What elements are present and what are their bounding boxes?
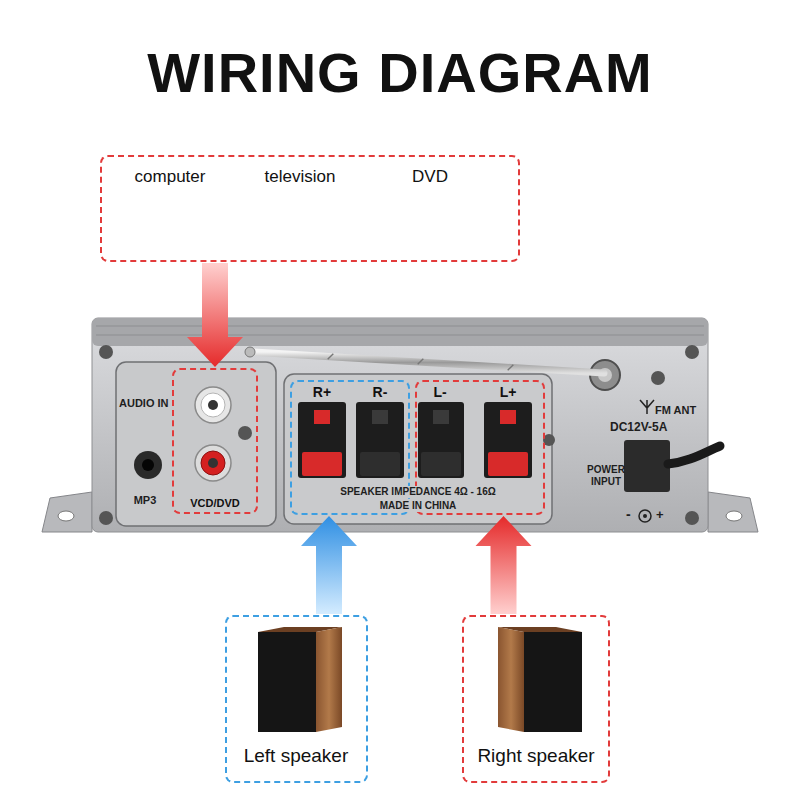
block-arrow: [301, 516, 357, 614]
box-text: R-: [373, 384, 388, 400]
speaker-terminals-part: [356, 402, 404, 478]
box-text: R+: [313, 384, 331, 400]
fm-antenna-part: [510, 367, 511, 368]
rca-jacks-part: [208, 458, 218, 468]
antenna-label: FM ANT: [655, 404, 696, 417]
source-group-box: computer television DVD: [100, 155, 520, 262]
amplifier-housing-part: [92, 318, 708, 532]
fm-antenna-part: [330, 356, 331, 357]
mp3-jack-part: [142, 459, 154, 471]
fm-antenna-part: [252, 352, 604, 373]
left-speaker-box: Left speaker: [225, 615, 368, 783]
mp3-jack: [134, 451, 162, 479]
fm-antenna-part: [420, 361, 421, 362]
power-jack-part: [643, 514, 647, 518]
port-label: MP3: [134, 494, 157, 507]
left-speaker-drawing-part: [258, 632, 316, 732]
rca-jacks-part: [195, 445, 231, 481]
box-text: VCD/DVD: [190, 497, 240, 510]
left-speaker-drawing-part: [316, 627, 342, 732]
speaker-terminals-part: [298, 402, 346, 478]
right-speaker-drawing: [498, 627, 582, 732]
speaker-terminals-part: [433, 410, 449, 424]
amplifier-housing-part: [708, 492, 758, 532]
rca-jacks-part: [201, 451, 225, 475]
amplifier-housing-part: [92, 318, 708, 346]
power-jack-part: [668, 446, 720, 464]
speaker-terminals-part: [302, 452, 342, 476]
left-speaker-drawing: [258, 627, 342, 732]
speaker-terminals-part: [488, 452, 528, 476]
block-arrow: [187, 263, 243, 367]
box-text: Right speaker: [477, 745, 594, 767]
speaker-terminals-part: [314, 410, 330, 424]
amplifier-housing-part: [116, 362, 276, 526]
speaker-terminals-part: [418, 402, 464, 478]
power-jack-part: [624, 440, 670, 492]
box-text: L+: [500, 384, 517, 400]
box-text: Left speaker: [244, 745, 349, 767]
amplifier-housing-part: [42, 492, 92, 532]
fm-antenna-part: [245, 347, 255, 357]
rca-jacks: [195, 387, 231, 481]
amplifier-housing-part: [284, 374, 552, 524]
right-speaker-drawing-part: [498, 627, 524, 732]
audio-input-box: VCD/DVD: [172, 368, 258, 514]
polarity-sign: +: [656, 508, 664, 523]
port-label: AUDIO IN: [119, 397, 169, 410]
block-arrow: [476, 516, 532, 614]
speaker-terminals-part: [372, 410, 388, 424]
amplifier-housing-part: [96, 335, 704, 336]
screws-part: [99, 345, 113, 359]
screws: [99, 345, 699, 525]
speaker-terminals-part: [360, 452, 400, 476]
rca-jacks-part: [195, 387, 231, 423]
rca-jacks-part: [208, 400, 218, 410]
polarity-sign: -: [626, 506, 631, 522]
power-label: POWER INPUT: [581, 464, 631, 487]
screws-part: [238, 426, 252, 440]
impedance-note: SPEAKER IMPEDANCE 4Ω - 16Ω: [338, 486, 498, 498]
screws-part: [685, 345, 699, 359]
right-speaker-box: Right speaker: [462, 615, 610, 783]
fm-antenna-part: [640, 400, 654, 414]
amplifier-housing-part: [58, 511, 74, 521]
right-speaker-drawing-part: [524, 632, 582, 732]
speaker-terminals-part: [421, 452, 461, 476]
amplifier-housing-part: [96, 326, 704, 327]
power-jack-part: [639, 510, 651, 522]
box-text: television: [265, 167, 336, 187]
power-jack: [624, 440, 720, 522]
amplifier-housing: [42, 318, 758, 532]
box-text: computer: [135, 167, 206, 187]
screws-part: [99, 511, 113, 525]
power-rating: DC12V-5A: [610, 421, 667, 435]
screws-part: [651, 371, 665, 385]
speaker-terminals-part: [500, 410, 516, 424]
speaker-terminals-part: [484, 402, 532, 478]
origin-note: MADE IN CHINA: [378, 500, 459, 512]
amplifier-housing-part: [726, 511, 742, 521]
diagram-title: WIRING DIAGRAM: [0, 40, 800, 105]
box-text: DVD: [412, 167, 448, 187]
box-text: L-: [433, 384, 446, 400]
mp3-jack-part: [134, 451, 162, 479]
rca-jacks-part: [201, 393, 225, 417]
screws-part: [685, 511, 699, 525]
